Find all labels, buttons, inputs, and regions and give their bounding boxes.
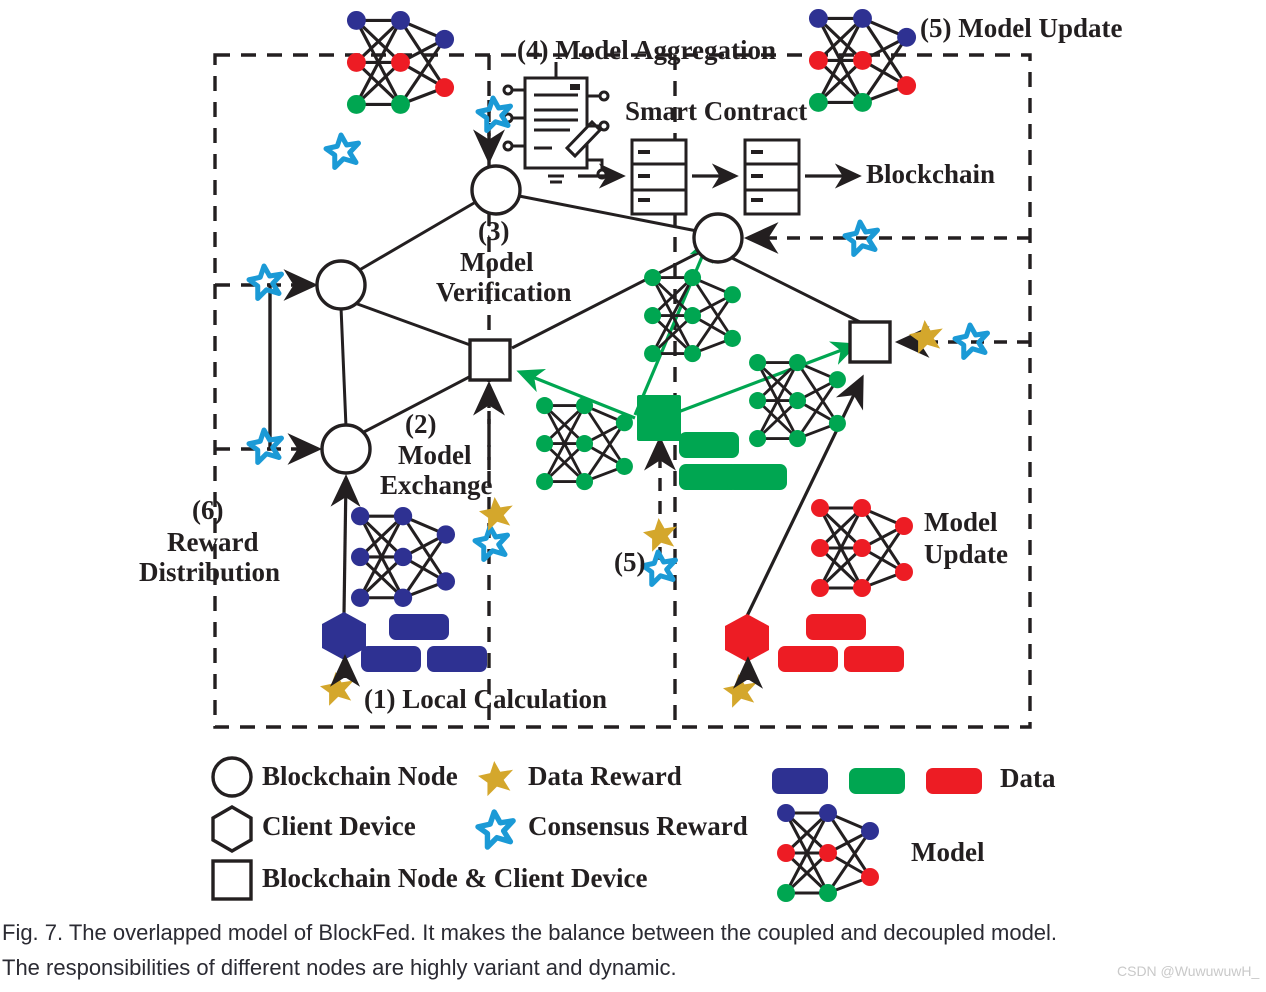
graph-edges [339, 194, 861, 436]
model-top-right-mixed [807, 7, 918, 114]
step6-label-line2: Distribution [139, 557, 281, 587]
node-center-square[interactable] [468, 338, 512, 382]
model-top-left-mixed [345, 9, 456, 116]
node-blue-client-device[interactable] [322, 612, 366, 660]
node-left-upper-circle[interactable] [315, 259, 367, 311]
legend-circle-glyph [211, 756, 253, 798]
step2-label-line2: Exchange [380, 470, 493, 500]
legend-hexagon-glyph [211, 805, 253, 853]
reward-to-client-arrows [329, 654, 764, 689]
model-blue [350, 506, 456, 607]
figure-caption-line1: Fig. 7. The overlapped model of BlockFed… [2, 920, 1058, 945]
model-green-upper [644, 269, 741, 363]
step6-label-line1: Reward [167, 527, 259, 557]
data-bricks-blue [361, 614, 487, 672]
consensus-reward-star [246, 95, 990, 587]
step5b-number: (5) [614, 547, 646, 577]
model-update-right-line1: Model [924, 507, 998, 537]
dashed-reward-paths [215, 283, 272, 451]
node-top-circle[interactable] [470, 164, 522, 216]
legend-label-model: Model [911, 837, 985, 867]
step1-label: (1) Local Calculation [364, 684, 607, 714]
step2-label-line1: Model [398, 440, 472, 470]
step3-number: (3) [478, 216, 510, 246]
model-green-right [749, 354, 846, 448]
legend-square-glyph [211, 859, 253, 901]
node-red-client-device[interactable] [725, 614, 769, 662]
node-right-square[interactable] [848, 320, 892, 364]
watermark: CSDN @WuwuwuwH_ [1117, 963, 1260, 979]
legend-model-glyph [775, 802, 881, 904]
legend-label-client-device: Client Device [262, 811, 416, 841]
step2-number: (2) [405, 409, 437, 439]
model-update-right-line2: Update [924, 539, 1009, 569]
green-model-flow-arrows [516, 234, 859, 422]
legend-data-reward-star-glyph [478, 761, 514, 797]
dashed-boundary-outer [213, 53, 1032, 729]
blockchain-label: Blockchain [866, 159, 996, 189]
data-bricks-red [778, 614, 904, 672]
legend-label-blockchain-node: Blockchain Node [262, 761, 458, 791]
step5-label: (5) Model Update [920, 13, 1123, 43]
model-red [811, 499, 913, 597]
figure-caption-line2: The responsibilities of different nodes … [2, 955, 677, 980]
step6-number: (6) [192, 495, 224, 525]
legend-label-blockchain-node-and-client-device: Blockchain Node & Client Device [262, 863, 648, 893]
data-reward-star [320, 320, 943, 708]
step4-label: (4) Model Aggregation [517, 35, 776, 65]
node-left-lower-circle[interactable] [320, 423, 372, 475]
smart-contract-icon [502, 62, 610, 184]
model-green-left [536, 397, 633, 491]
legend-label-data: Data [1000, 763, 1056, 793]
legend-consensus-reward-star-glyph [475, 809, 516, 850]
node-right-circle[interactable] [692, 212, 744, 264]
step3-label-line2: Verification [436, 277, 572, 307]
smart-contract-label: Smart Contract [625, 96, 808, 126]
legend-data-bricks-glyph [772, 768, 982, 794]
blockchain-blocks [630, 138, 801, 216]
legend-label-consensus-reward: Consensus Reward [528, 811, 748, 841]
step3-label-line1: Model [460, 247, 534, 277]
legend-label-data-reward: Data Reward [528, 761, 682, 791]
data-bricks-green [637, 395, 787, 490]
